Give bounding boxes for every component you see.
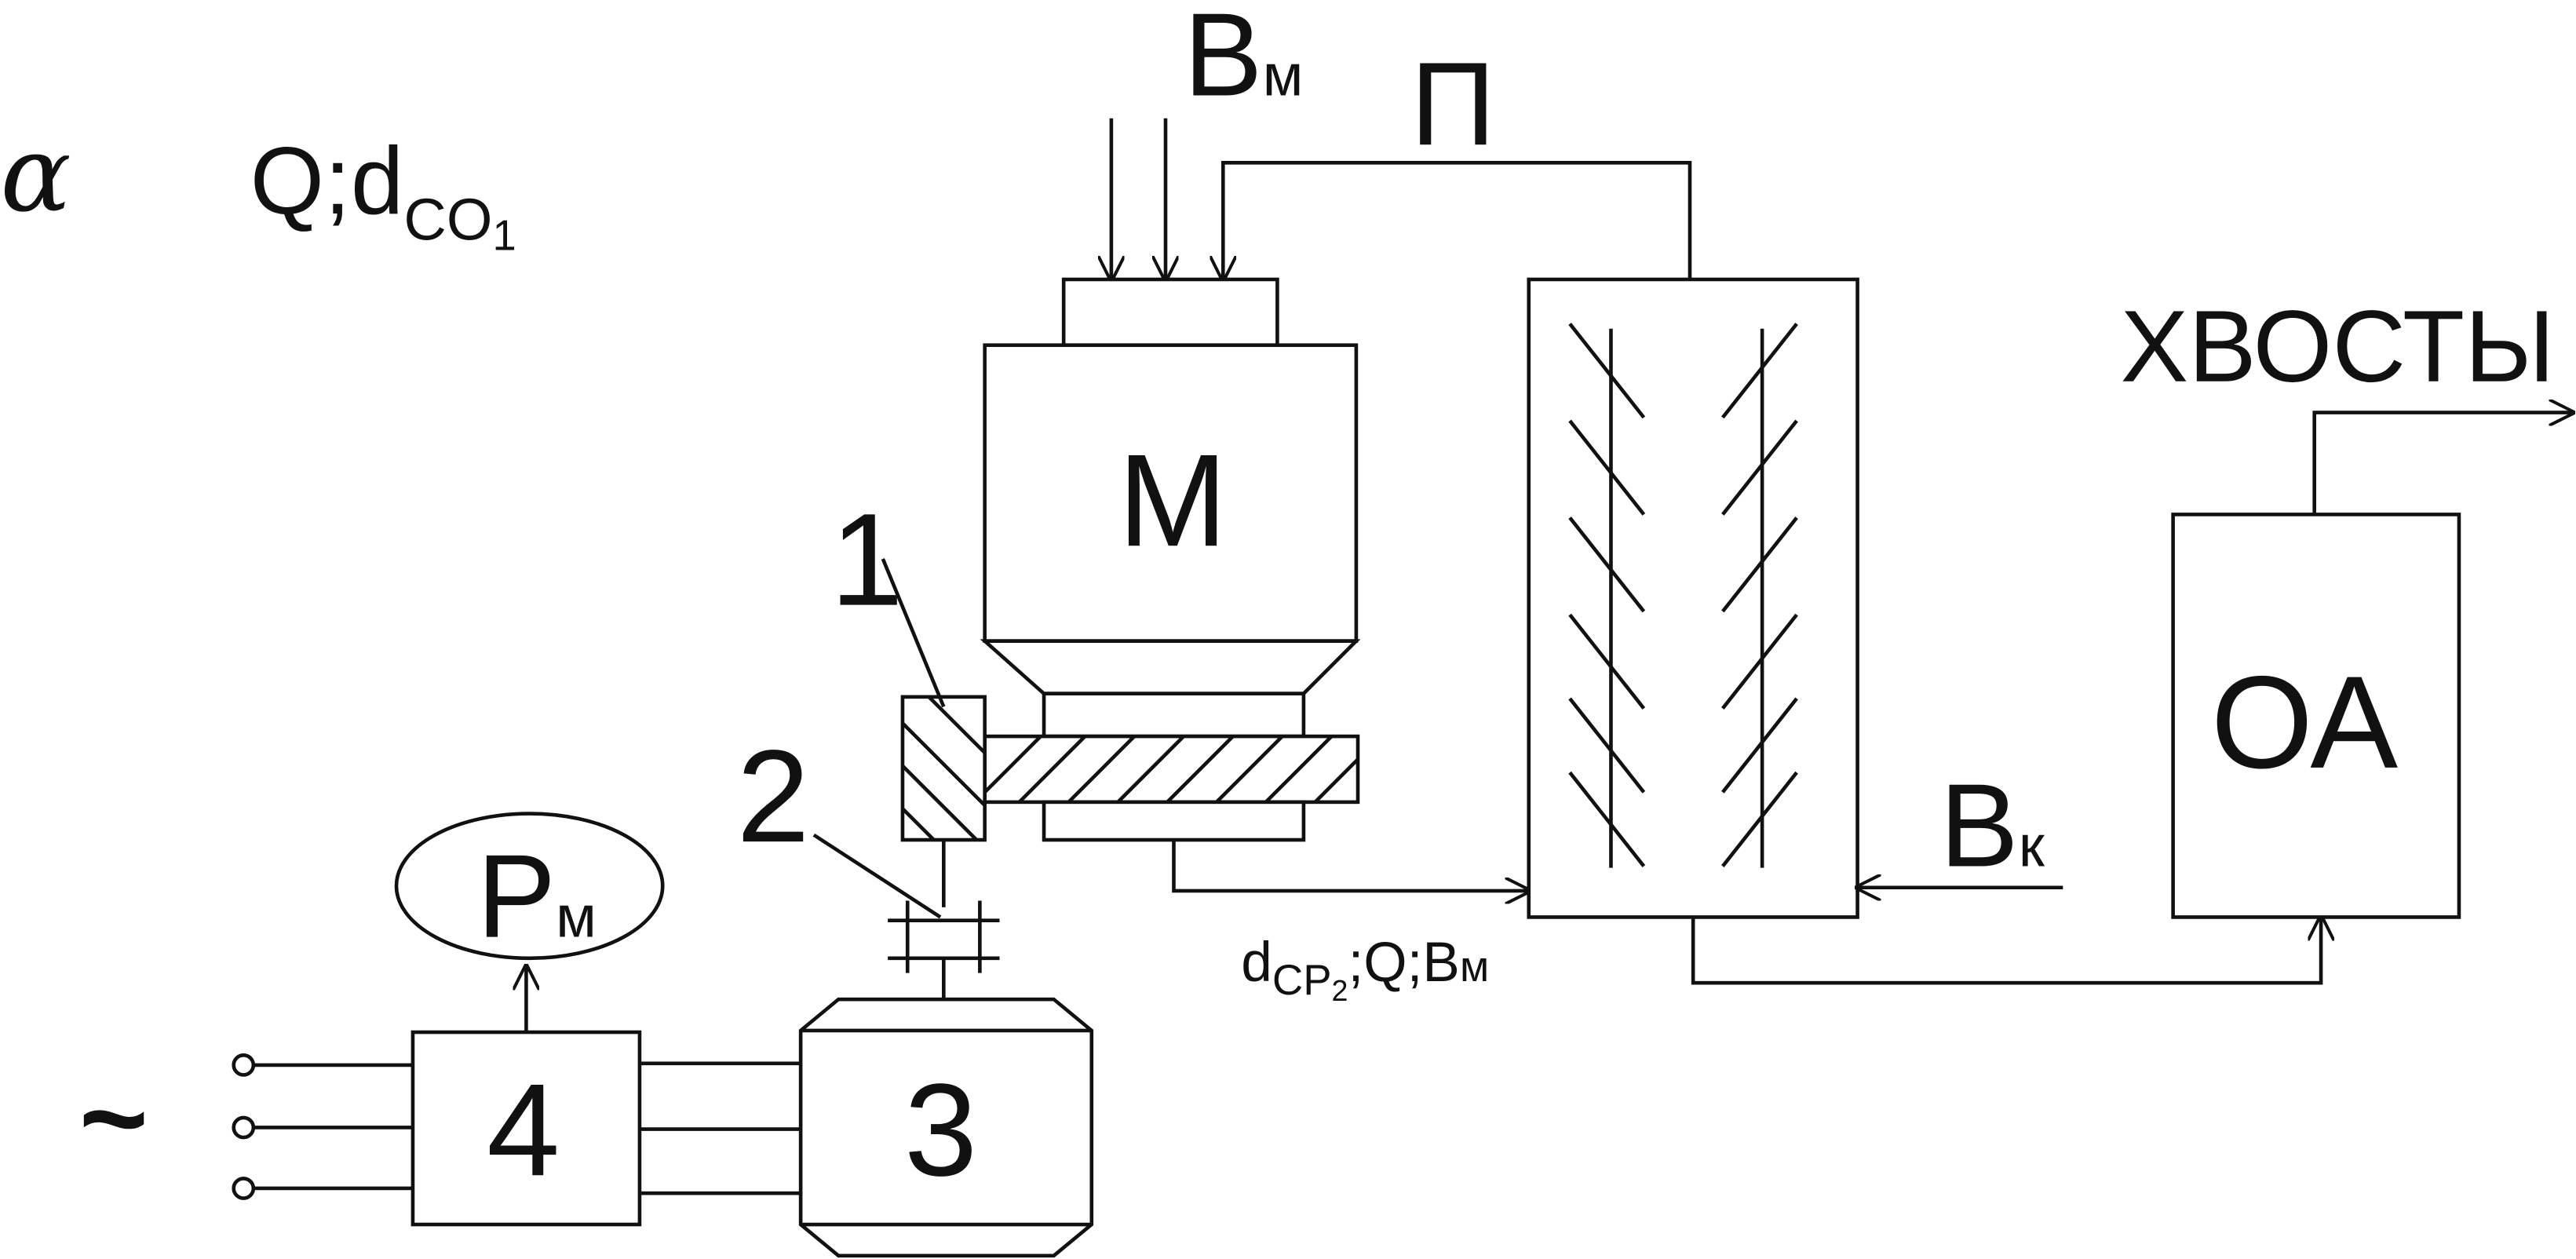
label-1: 1: [830, 487, 903, 633]
classifier-feed-rest: ;Q;B: [1348, 932, 1460, 994]
mill-water-label: Bм: [1184, 0, 1303, 120]
motor-3-label: 3: [904, 1056, 977, 1203]
flow-size-label: Q;dCO1: [250, 127, 516, 259]
mill-label: М: [1118, 427, 1228, 574]
tails-line: [2312, 413, 2573, 515]
classifier-left-blades: [1568, 323, 1646, 867]
oa-label: ОА: [2211, 649, 2399, 796]
alpha-symbol: α: [0, 113, 71, 235]
mill-body: [983, 343, 1359, 643]
screw-hatching: [983, 735, 1359, 804]
classifier-feed-rest-sub: м: [1460, 943, 1489, 991]
mill-water-main: B: [1184, 0, 1263, 120]
mill-feeder: [1061, 277, 1279, 348]
classifier-feed-d-sub2: 2: [1332, 974, 1348, 1007]
classifier-right-blades: [1721, 323, 1798, 867]
flow-size-sub: CO: [403, 187, 492, 253]
mill-to-classifier-line: [1172, 840, 1528, 891]
oa-block: [2171, 513, 2461, 919]
ac-input-lines: [232, 1053, 413, 1200]
label-2-leader: [812, 833, 942, 919]
power-meter: [394, 812, 665, 961]
sands-label: П: [1410, 38, 1495, 170]
mill-funnel: [980, 639, 1361, 695]
motor-3: [798, 997, 1094, 1258]
mill-water-sub: м: [1263, 42, 1304, 108]
ac-symbol: ~: [79, 1052, 148, 1184]
mill-outlet-lower: [1042, 800, 1306, 842]
screw-conveyor: [983, 734, 1360, 805]
classifier-feed-label: dCP2;Q;Bм: [1241, 932, 1489, 1007]
tails-label: ХВОСТЫ: [2121, 289, 2555, 403]
power-meter-sub: м: [556, 884, 597, 950]
converter-4: [410, 1030, 642, 1227]
power-meter-label: Pм: [477, 830, 597, 962]
flow-size-main: Q;d: [250, 127, 404, 234]
label-2: 2: [736, 723, 809, 870]
converter-4-label: 4: [487, 1056, 560, 1203]
classifier-to-oa-line: [1691, 917, 2321, 985]
classifier-water-label: Bк: [1939, 760, 2045, 892]
classifier-feed-d: d: [1241, 932, 1272, 994]
classifier-water-sub: к: [2019, 813, 2045, 879]
mill-outlet-upper: [1042, 692, 1306, 739]
spiral-classifier: [1527, 277, 1859, 919]
classifier-water-main: B: [1939, 760, 2019, 892]
classifier-feed-d-sub: CP: [1272, 956, 1332, 1004]
sands-return-line: [1223, 161, 1692, 279]
power-meter-main: P: [477, 830, 556, 962]
drive-block-hatching: [901, 695, 987, 841]
flow-size-sub2: 1: [492, 211, 516, 259]
label-1-leader: [881, 558, 946, 708]
